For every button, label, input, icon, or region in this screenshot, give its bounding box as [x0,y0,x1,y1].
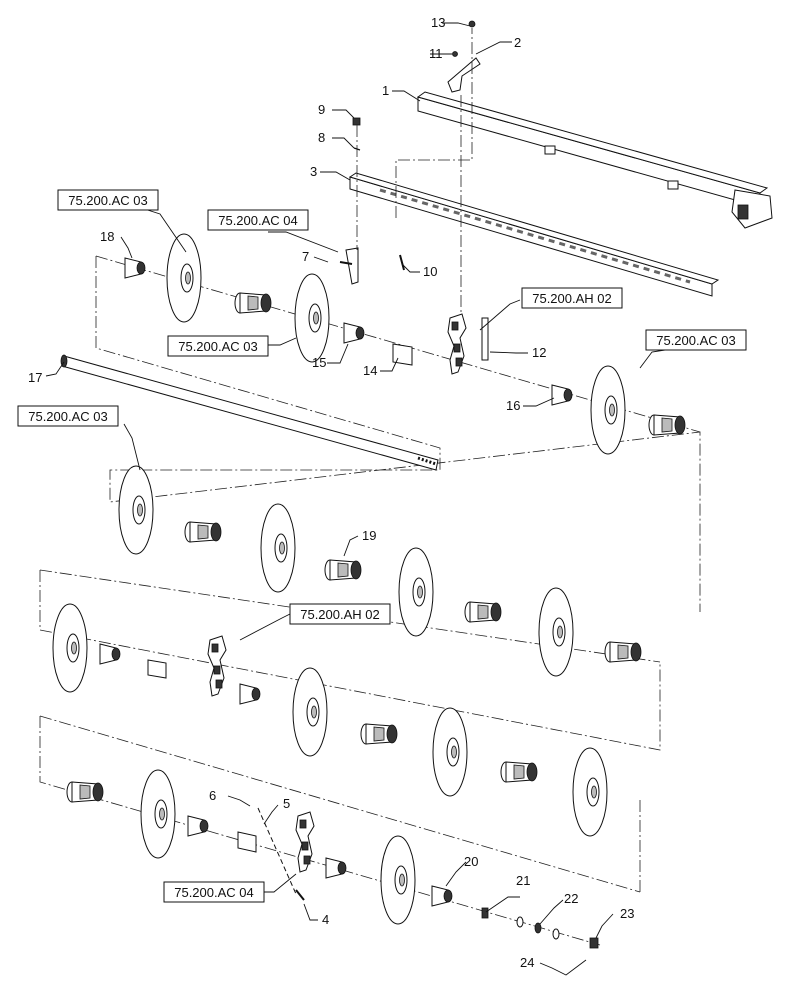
callout-21: 21 [516,873,530,888]
disc-mid-1 [118,465,154,555]
callout-14: 14 [363,363,377,378]
ref-label-ac03-top-left: 75.200.AC 03 [68,193,148,208]
callout-4: 4 [322,912,329,927]
disc-upper-1 [166,233,202,323]
ref-box-ah02-mid: 75.200.AH 02 [289,603,391,625]
callout-24: 24 [520,955,534,970]
callout-numbers: 13 11 2 1 9 8 3 18 7 10 12 15 14 17 16 1… [28,15,634,970]
hanger-upper [447,313,467,375]
callout-22: 22 [564,891,578,906]
bearing-15 [343,322,365,344]
callout-10: 10 [423,264,437,279]
disc-lowA-4 [572,747,608,837]
disc-lowB-1 [140,769,176,859]
callout-7: 7 [302,249,309,264]
callout-5: 5 [283,796,290,811]
callout-13: 13 [431,15,445,30]
callout-18: 18 [100,229,114,244]
sleeve-lowA [147,659,167,679]
callout-15: 15 [312,355,326,370]
hardware-end [257,807,599,949]
bearing-lowB-2 [325,857,347,879]
spacer-mid-3 [464,601,502,623]
ref-box-ah02-top: 75.200.AH 02 [521,287,623,309]
callout-17: 17 [28,370,42,385]
spacer-upper [234,292,272,314]
disc-lowB-2 [380,835,416,925]
tine-bar [348,172,720,297]
bolt-hardware-top [339,117,489,361]
callout-2: 2 [514,35,521,50]
bracket [447,20,481,93]
bearing-lowB [187,815,209,837]
bearing-16 [551,384,573,406]
ref-label-ac03-left: 75.200.AC 03 [28,409,108,424]
ref-box-ac03-left: 75.200.AC 03 [17,405,119,427]
leader-lines [45,22,666,976]
bearing-20 [431,885,453,907]
ref-label-ac04-top: 75.200.AC 04 [218,213,298,228]
ref-label-ac04-bottom: 75.200.AC 04 [174,885,254,900]
callout-8: 8 [318,130,325,145]
callout-6: 6 [209,788,216,803]
callout-20: 20 [464,854,478,869]
spacer-mid-1 [184,521,222,543]
callout-3: 3 [310,164,317,179]
disc-upper-3 [590,365,626,455]
bearing-lowA-2 [239,683,261,705]
spacer-upper-2 [648,414,686,436]
callout-11: 11 [429,46,443,61]
shaft [60,354,439,471]
ref-label-ah02-mid: 75.200.AH 02 [300,607,380,622]
hanger-lower [295,811,315,873]
disc-mid-2 [260,503,296,593]
ref-label-ac03-mid: 75.200.AC 03 [178,339,258,354]
callout-12: 12 [532,345,546,360]
main-frame [416,91,773,229]
disc-upper-2 [294,273,330,363]
disc-mid-4 [538,587,574,677]
spacer-lowA-2 [360,723,398,745]
callout-1: 1 [382,83,389,98]
sleeve-14 [392,343,413,366]
disc-lowA-1 [52,603,88,693]
sleeve-lowB [237,831,257,853]
ref-box-ac03-top-left: 75.200.AC 03 [57,189,159,211]
spacer-lowB-1 [66,781,104,803]
hanger-mid [207,635,227,697]
bearing-lowA [99,643,121,665]
callout-9: 9 [318,102,325,117]
ref-label-ac03-right: 75.200.AC 03 [656,333,736,348]
ref-box-ac04-bottom: 75.200.AC 04 [163,881,265,903]
ref-box-ac03-mid: 75.200.AC 03 [167,335,269,357]
ref-box-ac04-top: 75.200.AC 04 [207,209,309,231]
ref-box-ac03-right: 75.200.AC 03 [645,329,747,351]
spacer-19 [324,559,362,581]
callout-19: 19 [362,528,376,543]
ref-label-ah02-top: 75.200.AH 02 [532,291,612,306]
disc-mid-3 [398,547,434,637]
spacer-mid-4 [604,641,642,663]
callout-16: 16 [506,398,520,413]
callout-23: 23 [620,906,634,921]
spacer-lowA-3 [500,761,538,783]
bearing-18 [124,257,146,279]
disc-lowA-3 [432,707,468,797]
disc-lowA-2 [292,667,328,757]
